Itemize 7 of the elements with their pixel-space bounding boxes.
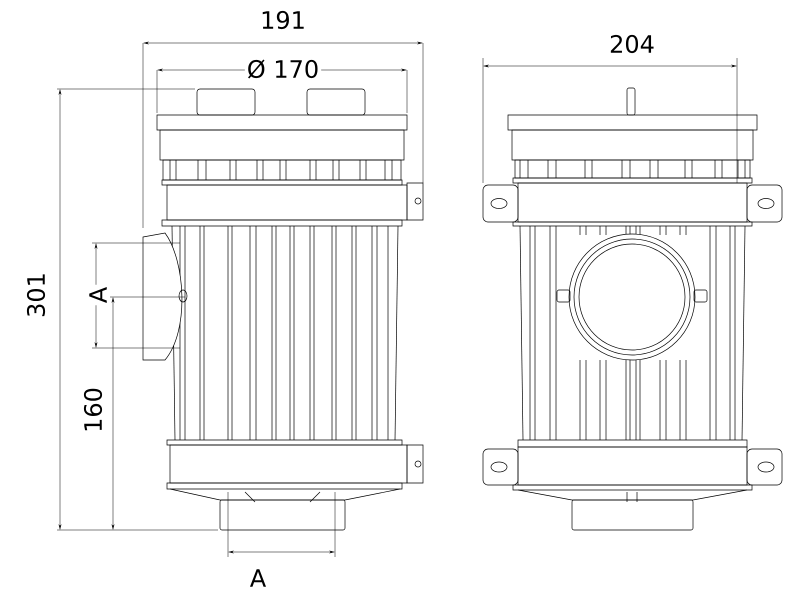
- dimension-label: 160: [82, 385, 104, 435]
- dimension-label: 204: [607, 32, 657, 56]
- dimension-label: Ø 170: [244, 57, 322, 81]
- dimension-label: A: [248, 567, 268, 589]
- dimension-label: A: [87, 284, 109, 306]
- dimension-label: 191: [258, 8, 308, 32]
- dimension-label: 301: [24, 270, 48, 320]
